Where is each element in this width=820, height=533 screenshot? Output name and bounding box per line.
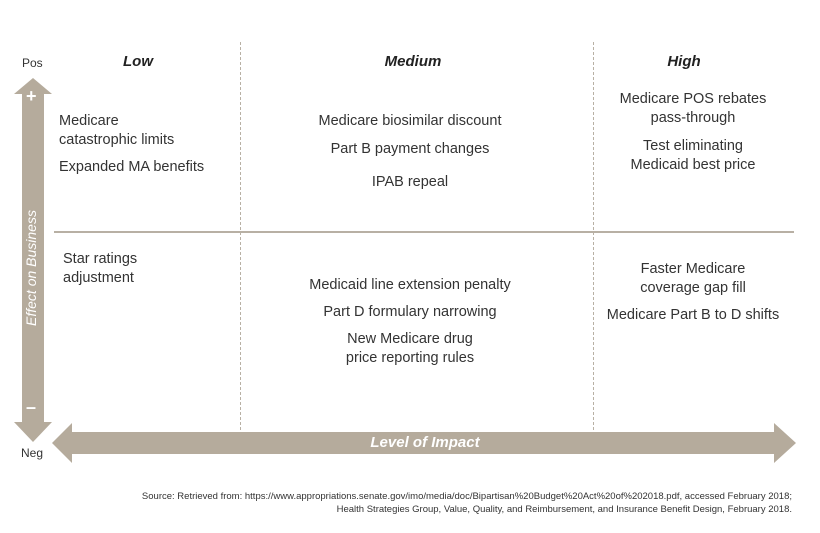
quadrant-item: catastrophic limits xyxy=(59,132,175,148)
quadrant-item: Test eliminating xyxy=(643,138,743,154)
quadrant-item: IPAB repeal xyxy=(371,174,449,190)
quadrant-item: Medicare biosimilar discount xyxy=(318,113,502,129)
footnote-line: Health Strategies Group, Value, Quality,… xyxy=(336,504,792,515)
impact-axis-arrow xyxy=(52,423,796,463)
plus-sign: + xyxy=(26,86,37,106)
column-head-high: High xyxy=(667,53,701,70)
quadrant-item: price reporting rules xyxy=(345,350,475,366)
pos-label: Pos xyxy=(22,56,43,70)
quadrant-item: Medicare xyxy=(59,113,119,129)
quadrant-item: Medicare Part B to D shifts xyxy=(606,307,780,323)
quadrant-item: Part B payment changes xyxy=(330,141,490,157)
quadrant-item: coverage gap fill xyxy=(640,280,746,296)
minus-sign: – xyxy=(26,397,37,417)
quadrant-item: Medicaid line extension penalty xyxy=(309,277,511,293)
footnote-line: Source: Retrieved from: https://www.appr… xyxy=(141,491,792,502)
neg-label: Neg xyxy=(21,446,44,460)
effect-on-business-label: Effect on Business xyxy=(23,210,39,326)
column-head-low: Low xyxy=(123,53,153,70)
quadrant-item: Medicaid best price xyxy=(630,157,756,173)
quadrant-item: Star ratings xyxy=(63,251,138,267)
source-footnote: Source: Retrieved from: https://www.appr… xyxy=(142,490,792,516)
divider-medium-high xyxy=(593,42,594,430)
quadrant-item: New Medicare drug xyxy=(347,331,473,347)
quadrant-item: Expanded MA benefits xyxy=(59,159,205,175)
quadrant-item: adjustment xyxy=(63,270,134,286)
quadrant-item: pass-through xyxy=(650,110,736,126)
divider-low-medium xyxy=(240,42,241,430)
divider-pos-neg xyxy=(54,231,794,233)
column-head-medium: Medium xyxy=(384,53,442,70)
quadrant-item: Medicare POS rebates xyxy=(619,91,767,107)
effect-axis-arrow xyxy=(14,78,52,442)
quadrant-item: Faster Medicare xyxy=(640,261,746,277)
level-of-impact-label: Level of Impact xyxy=(370,434,480,451)
quadrant-item: Part D formulary narrowing xyxy=(323,304,497,320)
